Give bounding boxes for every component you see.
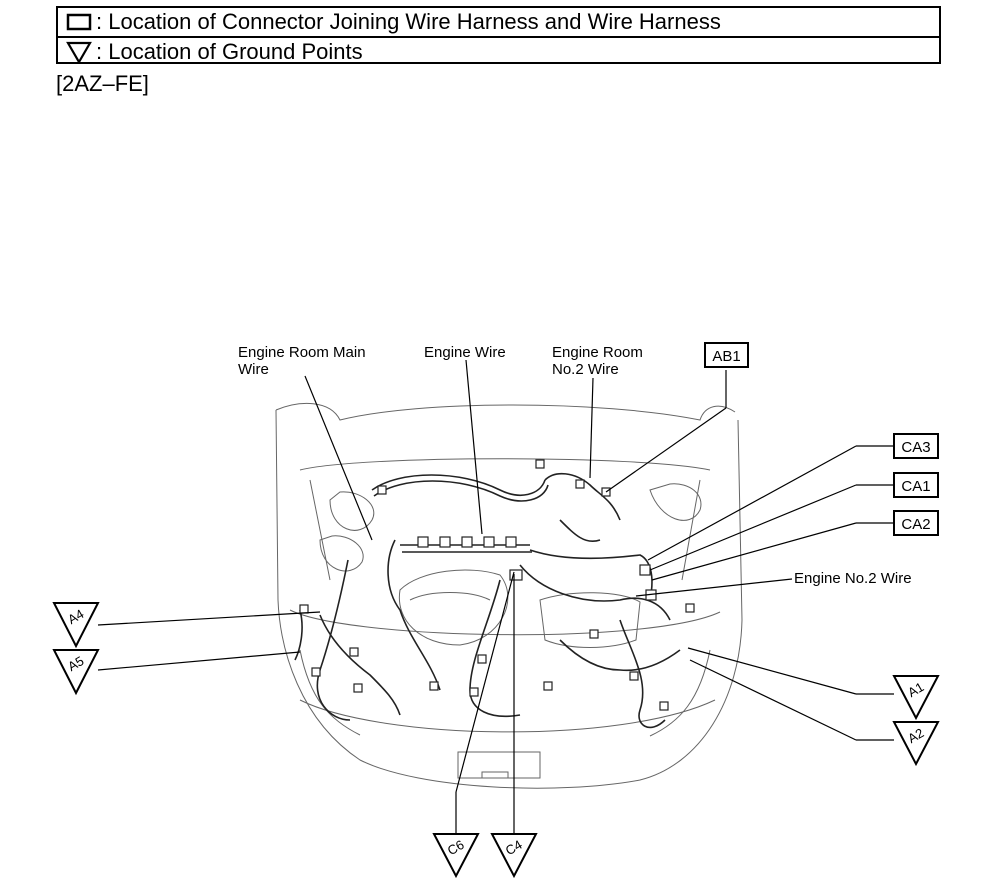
rectangle-icon [66,13,92,31]
ground-tag-a2-label: A2 [905,725,926,746]
ground-tag-c6: C6 [432,833,480,879]
connector-tag-ca3: CA3 [893,433,939,459]
legend-row-connector: : Location of Connector Joining Wire Har… [58,8,939,36]
ground-tag-a2: A2 [892,721,940,767]
connector-tag-ca2-label: CA2 [901,516,930,533]
ground-tag-a4: A4 [52,602,100,649]
ground-tag-a1: A1 [892,675,940,721]
connector-tag-ca3-label: CA3 [901,439,930,456]
ground-tag-c4: C4 [490,833,538,879]
connector-tag-ca2: CA2 [893,510,939,536]
engine-room-main-wire-label-line2: Wire [238,361,269,378]
vehicle-body-outline [275,402,743,789]
legend-row-ground: : Location of Ground Points [58,36,939,66]
connector-tag-ca1-label: CA1 [901,478,930,495]
legend-ground-text: : Location of Ground Points [96,39,363,64]
leader-lines [97,359,894,834]
engine-room-main-wire-label-line1: Engine Room Main [238,344,366,361]
connector-tag-ab1: AB1 [704,342,749,368]
connector-tag-ca1: CA1 [893,472,939,498]
legend-box: : Location of Connector Joining Wire Har… [56,6,941,64]
ground-tag-a5: A5 [52,649,100,696]
engine-room-no2-wire-label-line2: No.2 Wire [552,361,619,378]
connector-tag-ab1-label: AB1 [712,348,740,365]
down-triangle-icon [66,41,92,64]
engine-room-no2-wire-label-line1: Engine Room [552,344,643,361]
wire-harness-lines [294,472,681,729]
engine-wire-label: Engine Wire [424,344,506,361]
ground-tag-a5-label: A5 [65,653,86,674]
ground-tag-a1-label: A1 [905,679,926,700]
wire-connector-blocks [299,459,695,711]
engine-no2-wire-label: Engine No.2 Wire [794,570,912,587]
ground-tag-a4-label: A4 [65,606,86,627]
ground-tag-c6-label: C6 [445,837,467,858]
engine-section-label: [2AZ–FE] [56,71,149,96]
ground-tag-c4-label: C4 [503,837,525,858]
legend-connector-text: : Location of Connector Joining Wire Har… [96,9,721,34]
